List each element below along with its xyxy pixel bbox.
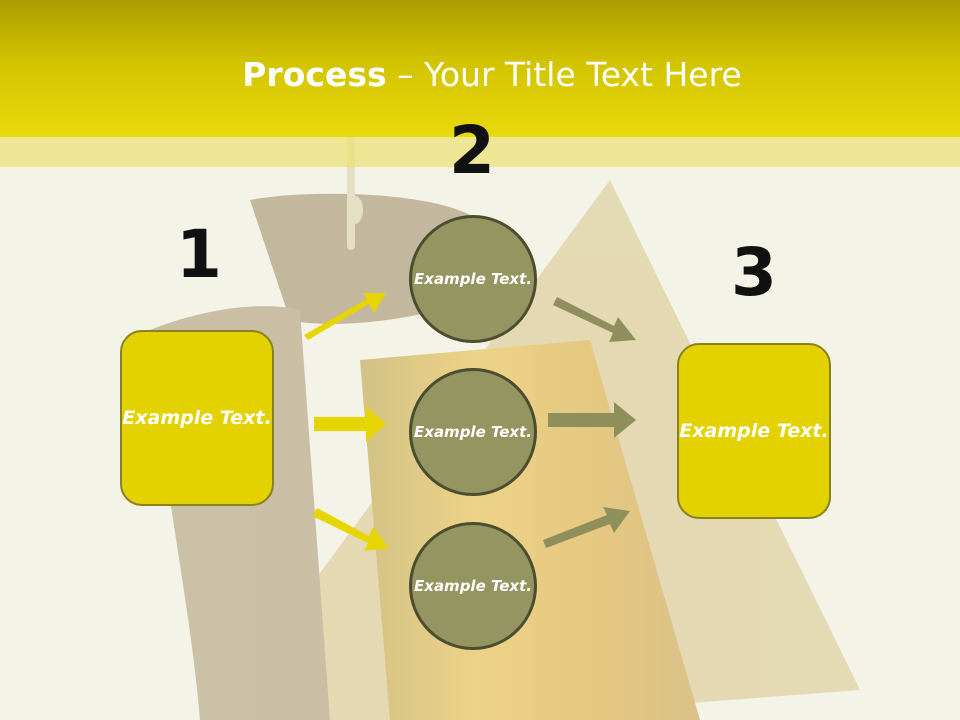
slide-title-bold: Process bbox=[242, 55, 387, 94]
step-number-1: 1 bbox=[176, 216, 222, 293]
step-1-box-text: Example Text. bbox=[122, 406, 272, 429]
step-2-circle-bottom[interactable]: Example Text. bbox=[409, 522, 537, 650]
arrow-right-up-icon bbox=[304, 293, 386, 340]
arrow-right-down-icon bbox=[553, 297, 636, 342]
arrow-right-down-icon bbox=[312, 508, 389, 551]
arrow-group-right bbox=[543, 297, 636, 548]
step-number-3: 3 bbox=[731, 234, 777, 311]
arrow-group-left bbox=[304, 293, 389, 551]
arrow-right-icon bbox=[548, 402, 636, 438]
step-2-circle-top[interactable]: Example Text. bbox=[409, 215, 537, 343]
step-3-box[interactable]: Example Text. bbox=[677, 343, 831, 519]
step-2-circle-bottom-text: Example Text. bbox=[414, 576, 532, 595]
step-2-circle-middle[interactable]: Example Text. bbox=[409, 368, 537, 496]
arrow-right-up-icon bbox=[543, 507, 630, 548]
step-2-circle-top-text: Example Text. bbox=[414, 269, 532, 288]
title-bar bbox=[0, 0, 960, 137]
step-number-2: 2 bbox=[449, 112, 495, 189]
step-3-box-text: Example Text. bbox=[679, 419, 829, 442]
step-1-box[interactable]: Example Text. bbox=[120, 330, 274, 506]
step-2-circle-middle-text: Example Text. bbox=[414, 422, 532, 441]
slide-title: Process – Your Title Text Here bbox=[0, 52, 960, 98]
arrow-right-icon bbox=[314, 406, 386, 442]
title-bar-band bbox=[0, 137, 960, 167]
slide-title-rest: – Your Title Text Here bbox=[386, 55, 742, 94]
